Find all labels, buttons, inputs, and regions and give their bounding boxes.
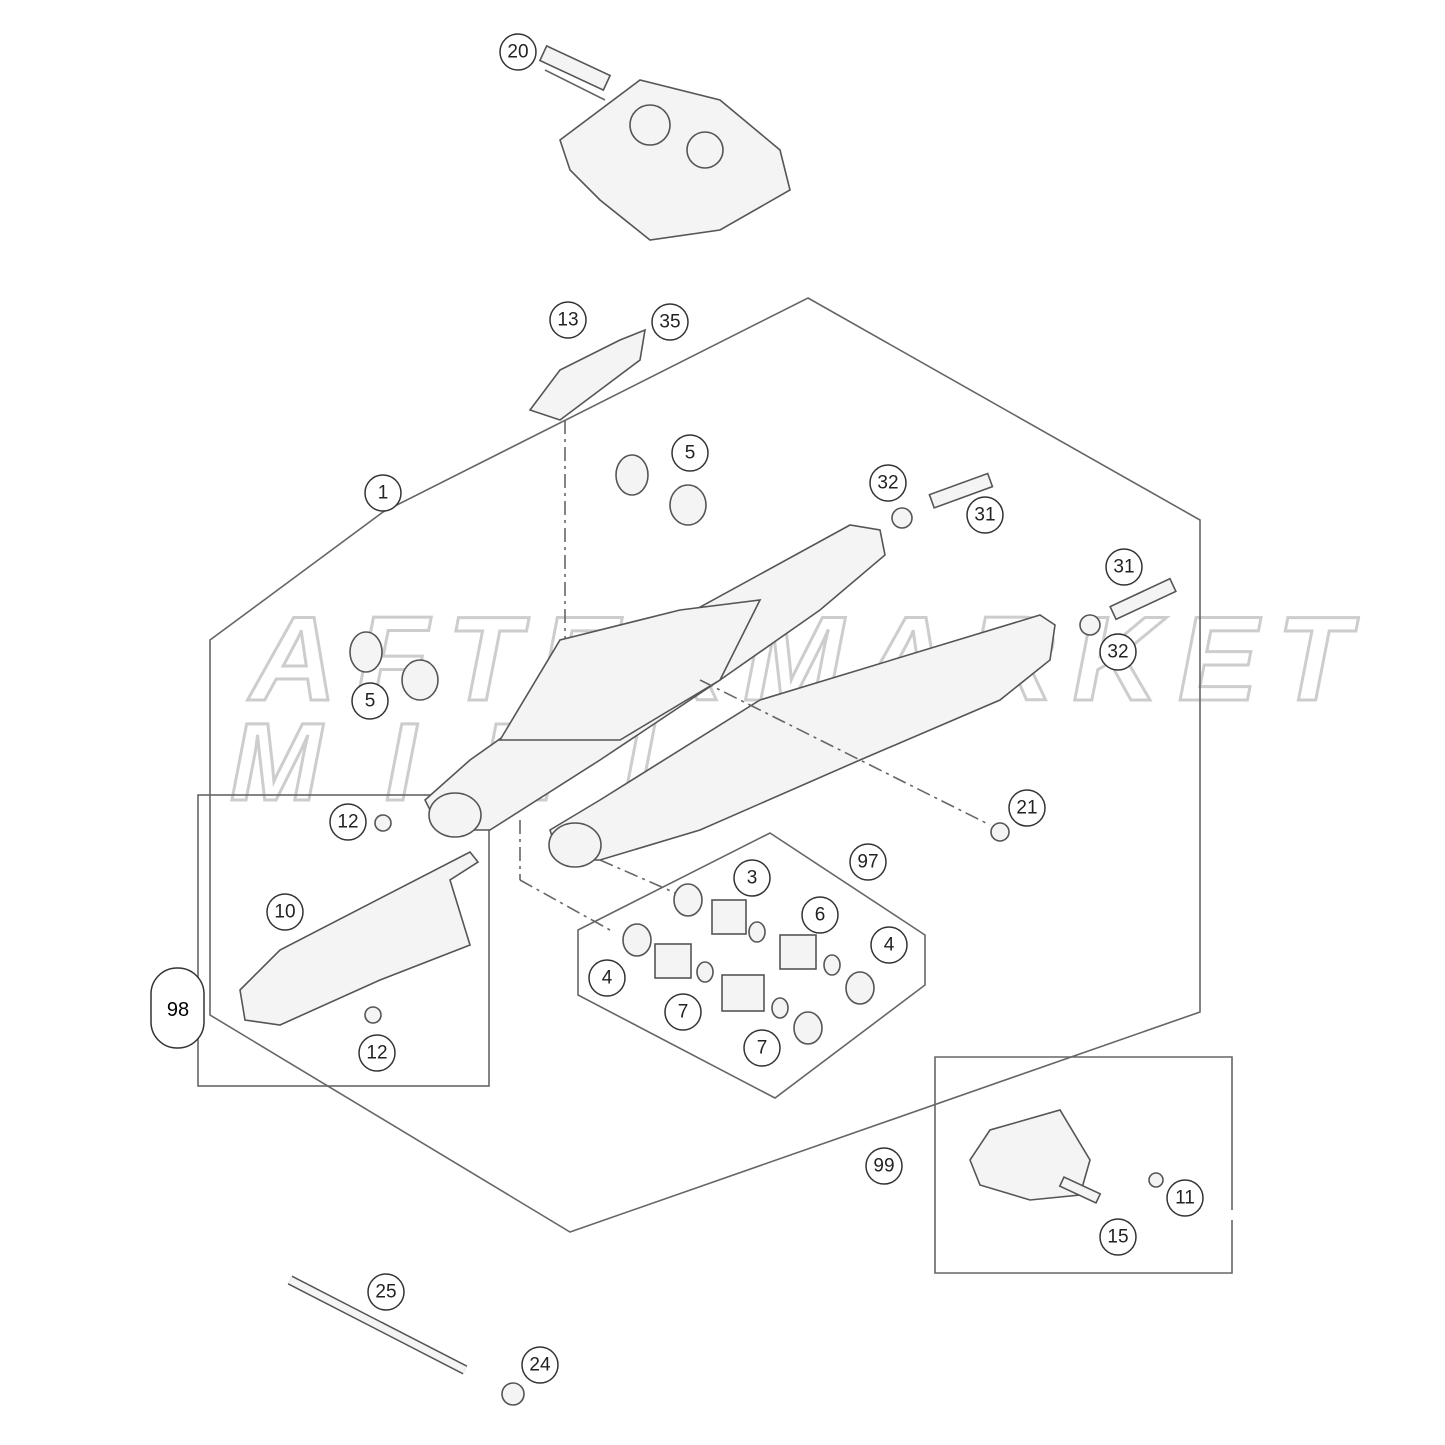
callout-98[interactable]: 98 — [150, 967, 205, 1049]
frame-section — [538, 44, 791, 241]
callout-circle — [351, 682, 389, 720]
callout-label: 12 — [366, 1043, 387, 1064]
callout-circle — [588, 959, 626, 997]
callout-label: 11 — [1175, 1188, 1195, 1209]
callout-15[interactable]: 15 — [1099, 1218, 1137, 1256]
callout-label: 31 — [1113, 557, 1134, 578]
callout-12[interactable]: 12 — [358, 1034, 396, 1072]
callout-label: 7 — [678, 1002, 689, 1023]
callout-label: 25 — [375, 1282, 396, 1303]
callout-5[interactable]: 5 — [351, 682, 389, 720]
callout-98-label: 98 — [167, 999, 189, 1021]
callout-circle — [521, 1346, 559, 1384]
callout-label: 5 — [365, 691, 376, 712]
callout-6[interactable]: 6 — [801, 896, 839, 934]
callout-label: 12 — [337, 812, 358, 833]
callout-21[interactable]: 21 — [1008, 789, 1046, 827]
callout-circle — [671, 434, 709, 472]
callout-label: 13 — [557, 310, 578, 331]
callout-circle — [1105, 548, 1143, 586]
chain-guide-kit-box — [934, 1056, 1233, 1274]
callout-circle — [367, 1273, 405, 1311]
callout-label: 32 — [877, 473, 898, 494]
callout-label: 20 — [507, 42, 528, 63]
callout-circle — [358, 1034, 396, 1072]
callout-20[interactable]: 20 — [499, 33, 537, 71]
chain-slider-kit-box — [197, 794, 490, 1087]
callout-31[interactable]: 31 — [1105, 548, 1143, 586]
callout-circle — [966, 496, 1004, 534]
callout-3[interactable]: 3 — [733, 859, 771, 897]
callout-13[interactable]: 13 — [549, 301, 587, 339]
callout-circle — [1099, 633, 1137, 671]
callout-24[interactable]: 24 — [521, 1346, 559, 1384]
callout-circle — [743, 1029, 781, 1067]
callout-circle — [869, 464, 907, 502]
callout-label: 5 — [685, 443, 696, 464]
swingarm — [424, 524, 1056, 868]
callout-label: 6 — [815, 905, 826, 926]
callout-circle — [1008, 789, 1046, 827]
callout-label: 1 — [378, 483, 389, 504]
callout-label: 21 — [1016, 798, 1037, 819]
pivot-bolt-20 — [538, 44, 612, 92]
callout-label: 4 — [884, 935, 895, 956]
callout-circle — [801, 896, 839, 934]
callout-label: 24 — [529, 1355, 551, 1376]
callout-4[interactable]: 4 — [870, 926, 908, 964]
callout-label: 31 — [974, 505, 995, 526]
bearing-kit-outline — [577, 832, 926, 1099]
callout-circle — [499, 33, 537, 71]
callout-circle — [364, 474, 402, 512]
callout-label: 4 — [602, 968, 613, 989]
callout-circle — [1099, 1218, 1137, 1256]
callout-label: 35 — [659, 312, 680, 333]
callout-circle — [865, 1147, 903, 1185]
callout-10[interactable]: 10 — [266, 893, 304, 931]
callout-circle — [870, 926, 908, 964]
small-parts — [239, 454, 1177, 1406]
callout-11[interactable]: 11 — [1166, 1179, 1204, 1217]
callout-35[interactable]: 35 — [651, 303, 689, 341]
callout-label: 97 — [857, 852, 878, 873]
callout-5[interactable]: 5 — [671, 434, 709, 472]
swingarm-assembly-outline — [209, 297, 1201, 1233]
callout-circle — [651, 303, 689, 341]
callout-99[interactable]: 99 — [865, 1147, 903, 1185]
callout-label: 3 — [747, 868, 758, 889]
callout-7[interactable]: 7 — [743, 1029, 781, 1067]
callout-7[interactable]: 7 — [664, 993, 702, 1031]
callout-circle — [664, 993, 702, 1031]
callout-4[interactable]: 4 — [588, 959, 626, 997]
callout-circle — [329, 803, 367, 841]
callout-label: 15 — [1107, 1227, 1128, 1248]
callout-12[interactable]: 12 — [329, 803, 367, 841]
callout-circle — [266, 893, 304, 931]
callout-32[interactable]: 32 — [1099, 633, 1137, 671]
callout-31[interactable]: 31 — [966, 496, 1004, 534]
callout-circle — [849, 843, 887, 881]
callout-circle — [733, 859, 771, 897]
callout-circle — [549, 301, 587, 339]
callout-circle — [1166, 1179, 1204, 1217]
callout-label: 10 — [274, 902, 295, 923]
chain-guide-upper — [528, 328, 647, 421]
callout-1[interactable]: 1 — [364, 474, 402, 512]
callout-25[interactable]: 25 — [367, 1273, 405, 1311]
callout-label: 7 — [757, 1038, 768, 1059]
callout-97[interactable]: 97 — [849, 843, 887, 881]
callout-label: 99 — [873, 1156, 894, 1177]
callout-32[interactable]: 32 — [869, 464, 907, 502]
callout-label: 32 — [1107, 642, 1128, 663]
